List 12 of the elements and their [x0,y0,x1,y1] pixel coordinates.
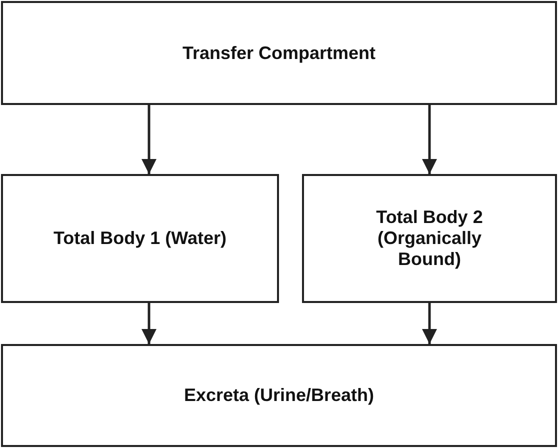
box-label: Excreta (Urine/Breath) [184,385,374,406]
process-box [1,1,557,105]
process-box [1,344,557,447]
arrow [142,105,156,174]
box-label: Total Body 2 (Organically Bound) [375,207,484,270]
box-label: Total Body 1 (Water) [53,228,226,249]
box-label: Transfer Compartment [182,42,376,64]
process-box [302,174,557,303]
arrow [422,105,437,174]
arrow [422,303,437,344]
process-box [1,174,279,303]
arrow [142,303,156,344]
